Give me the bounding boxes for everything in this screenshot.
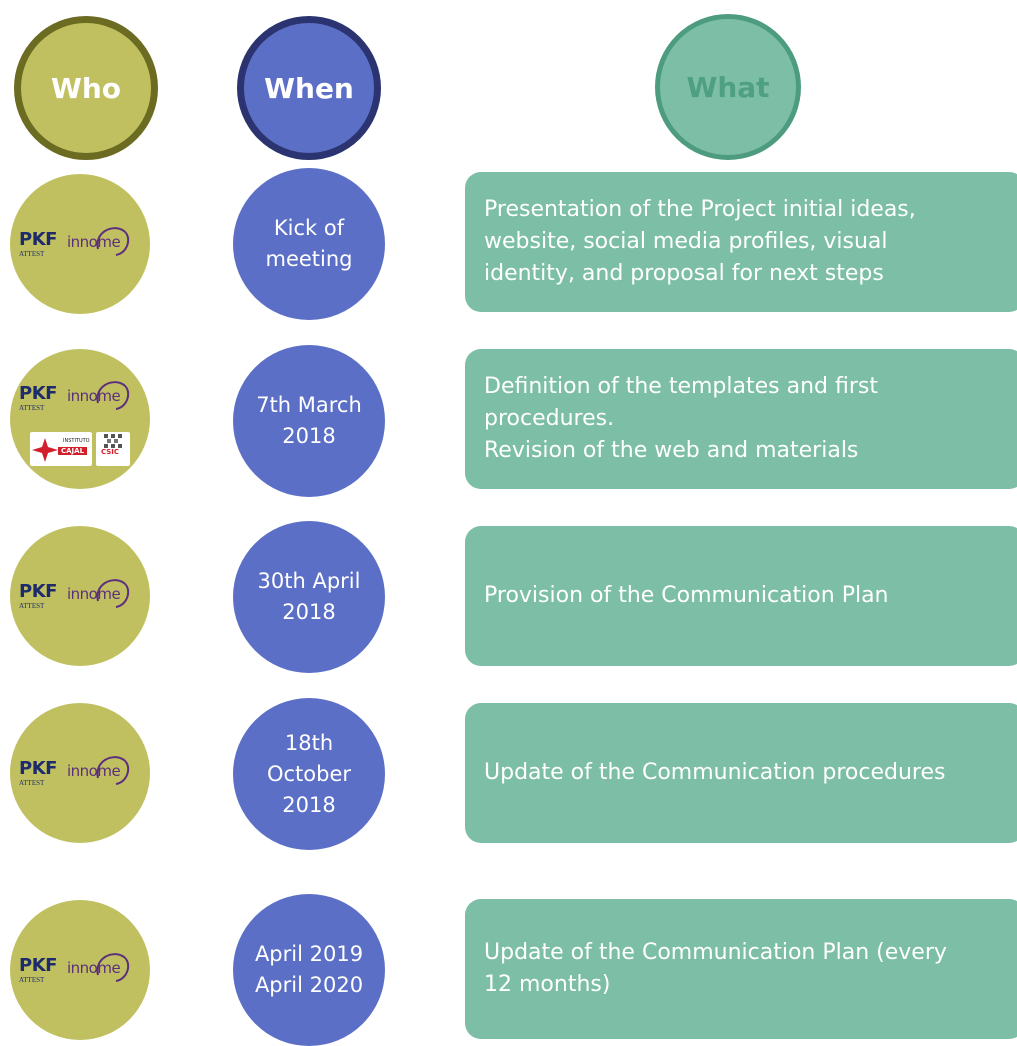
when-circle-row-5: April 2019 April 2020 — [233, 894, 385, 1046]
attest-logo: ATTEST — [19, 602, 45, 610]
when-circle-row-4: 18th October 2018 — [233, 698, 385, 850]
what-box-row-5: Update of the Communication Plan (every … — [465, 899, 1017, 1039]
innome-logo: innome — [67, 387, 121, 405]
attest-logo: ATTEST — [19, 976, 45, 984]
pkf-logo: PKF — [19, 581, 57, 602]
when-circle-row-3: 30th April 2018 — [233, 521, 385, 673]
innome-swoosh-icon — [96, 227, 130, 256]
who-logos-row-3: PKF ATTEST innome — [10, 578, 150, 618]
who-logos-row-4: PKF ATTEST innome — [10, 755, 150, 795]
pkf-logo: PKF — [19, 955, 57, 976]
innome-swoosh-icon — [96, 579, 130, 608]
cajal-star-icon — [32, 438, 58, 462]
when-circle-row-2: 7th March 2018 — [233, 345, 385, 497]
who-logos-row-5: PKF ATTEST innome — [10, 952, 150, 992]
cajal-label-2: CAJAL — [58, 447, 88, 455]
innome-swoosh-icon — [96, 953, 130, 982]
innome-logo: innome — [67, 585, 121, 603]
innome-logo: innome — [67, 233, 121, 251]
what-box-row-3: Provision of the Communication Plan — [465, 526, 1017, 666]
pkf-logo: PKF — [19, 758, 57, 779]
what-box-row-4: Update of the Communication procedures — [465, 703, 1017, 843]
when-header: When — [237, 16, 381, 160]
who-header: Who — [14, 16, 158, 160]
innome-logo: innome — [67, 762, 121, 780]
attest-logo: ATTEST — [19, 250, 45, 258]
who-logos-row-1: PKF ATTEST innome — [10, 226, 150, 266]
what-header: What — [655, 14, 801, 160]
cajal-label-1: INSTITUTO — [63, 438, 90, 444]
what-box-row-1: Presentation of the Project initial idea… — [465, 172, 1017, 312]
what-box-row-2: Definition of the templates and first pr… — [465, 349, 1017, 489]
csic-logo: CSIC — [96, 432, 130, 466]
pkf-logo: PKF — [19, 383, 57, 404]
innome-swoosh-icon — [96, 381, 130, 410]
instituto-cajal-logo: INSTITUTO CAJAL — [30, 432, 92, 466]
attest-logo: ATTEST — [19, 779, 45, 787]
when-circle-row-1: Kick of meeting — [233, 168, 385, 320]
who-logos-row-2: PKF ATTEST innome — [10, 380, 150, 420]
innome-logo: innome — [67, 959, 121, 977]
attest-logo: ATTEST — [19, 404, 45, 412]
innome-swoosh-icon — [96, 756, 130, 785]
pkf-logo: PKF — [19, 229, 57, 250]
csic-label: CSIC — [101, 448, 120, 456]
csic-pattern-icon — [104, 434, 122, 448]
